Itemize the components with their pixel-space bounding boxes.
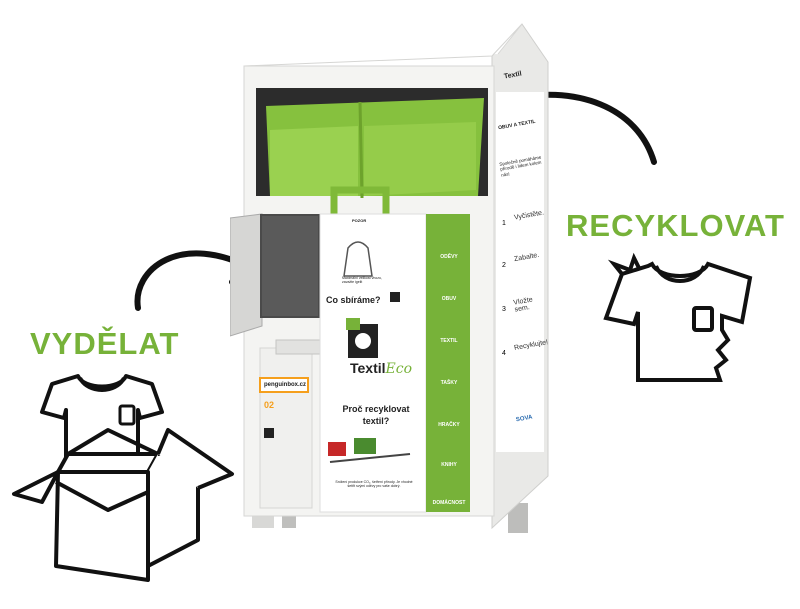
side-steps: 1 Vyčistěte. 2 Zabalte. 3 Vložte sem. 4 … — [502, 208, 549, 388]
category-odevy: ODĚVY — [440, 254, 458, 260]
label-vydelat: VYDĚLAT — [30, 326, 180, 361]
tshirt-torn-icon — [603, 252, 753, 382]
small-info: Snížení produkce CO₂, šetření přírody. J… — [335, 480, 413, 489]
step-3: 3 Vložte sem. — [502, 296, 533, 316]
step-num: 1 — [502, 220, 506, 227]
step-4: 4 Recyklujte! — [502, 339, 549, 360]
category-knihy: KNIHY — [441, 462, 457, 468]
question-bottom-line-2: textil? — [362, 415, 390, 426]
warning-text: POZOR — [352, 218, 367, 223]
step-1: 1 Vyčistěte. — [502, 209, 544, 230]
penguin-num: 02 — [264, 400, 275, 410]
question-bottom-line-1: Proč recyklovat — [342, 404, 410, 414]
brand-text: TextilEco — [350, 360, 412, 377]
category-domacnost: DOMÁCNOST — [432, 500, 466, 506]
textile-bin: Co sbíráme? Maximální velikost vhozu, za… — [230, 18, 560, 558]
category-obuv: OBUV — [441, 296, 457, 302]
bag-text: Maximální velikost vhozu, zavažte igelit — [342, 276, 382, 285]
step-num: 4 — [502, 350, 506, 357]
step-text: Vyčistěte. — [513, 209, 545, 222]
step-text: Zabalte. — [513, 251, 540, 264]
question-bottom: Proč recyklovat textil? — [326, 404, 426, 427]
step-num: 3 — [502, 306, 506, 313]
penguin-label: penguinbox.cz — [264, 382, 306, 388]
brand-main: Textil — [350, 360, 386, 376]
question-top: Co sbíráme? — [326, 295, 381, 305]
step-2: 2 Zabalte. — [502, 252, 540, 272]
category-hracky: HRAČKY — [438, 422, 460, 428]
brand-script: Eco — [385, 361, 413, 377]
step-text: Vložte sem. — [512, 296, 534, 314]
label-recyklovat: RECYKLOVAT — [566, 208, 785, 243]
category-tasky: TAŠKY — [440, 380, 458, 386]
category-list: ODĚVY OBUV TEXTIL TAŠKY HRAČKY KNIHY DOM… — [426, 218, 470, 512]
step-text: Recyklujte! — [513, 339, 549, 352]
box-tshirt-icon — [12, 374, 234, 582]
category-textil: TEXTIL — [440, 338, 458, 344]
step-num: 2 — [502, 262, 506, 269]
